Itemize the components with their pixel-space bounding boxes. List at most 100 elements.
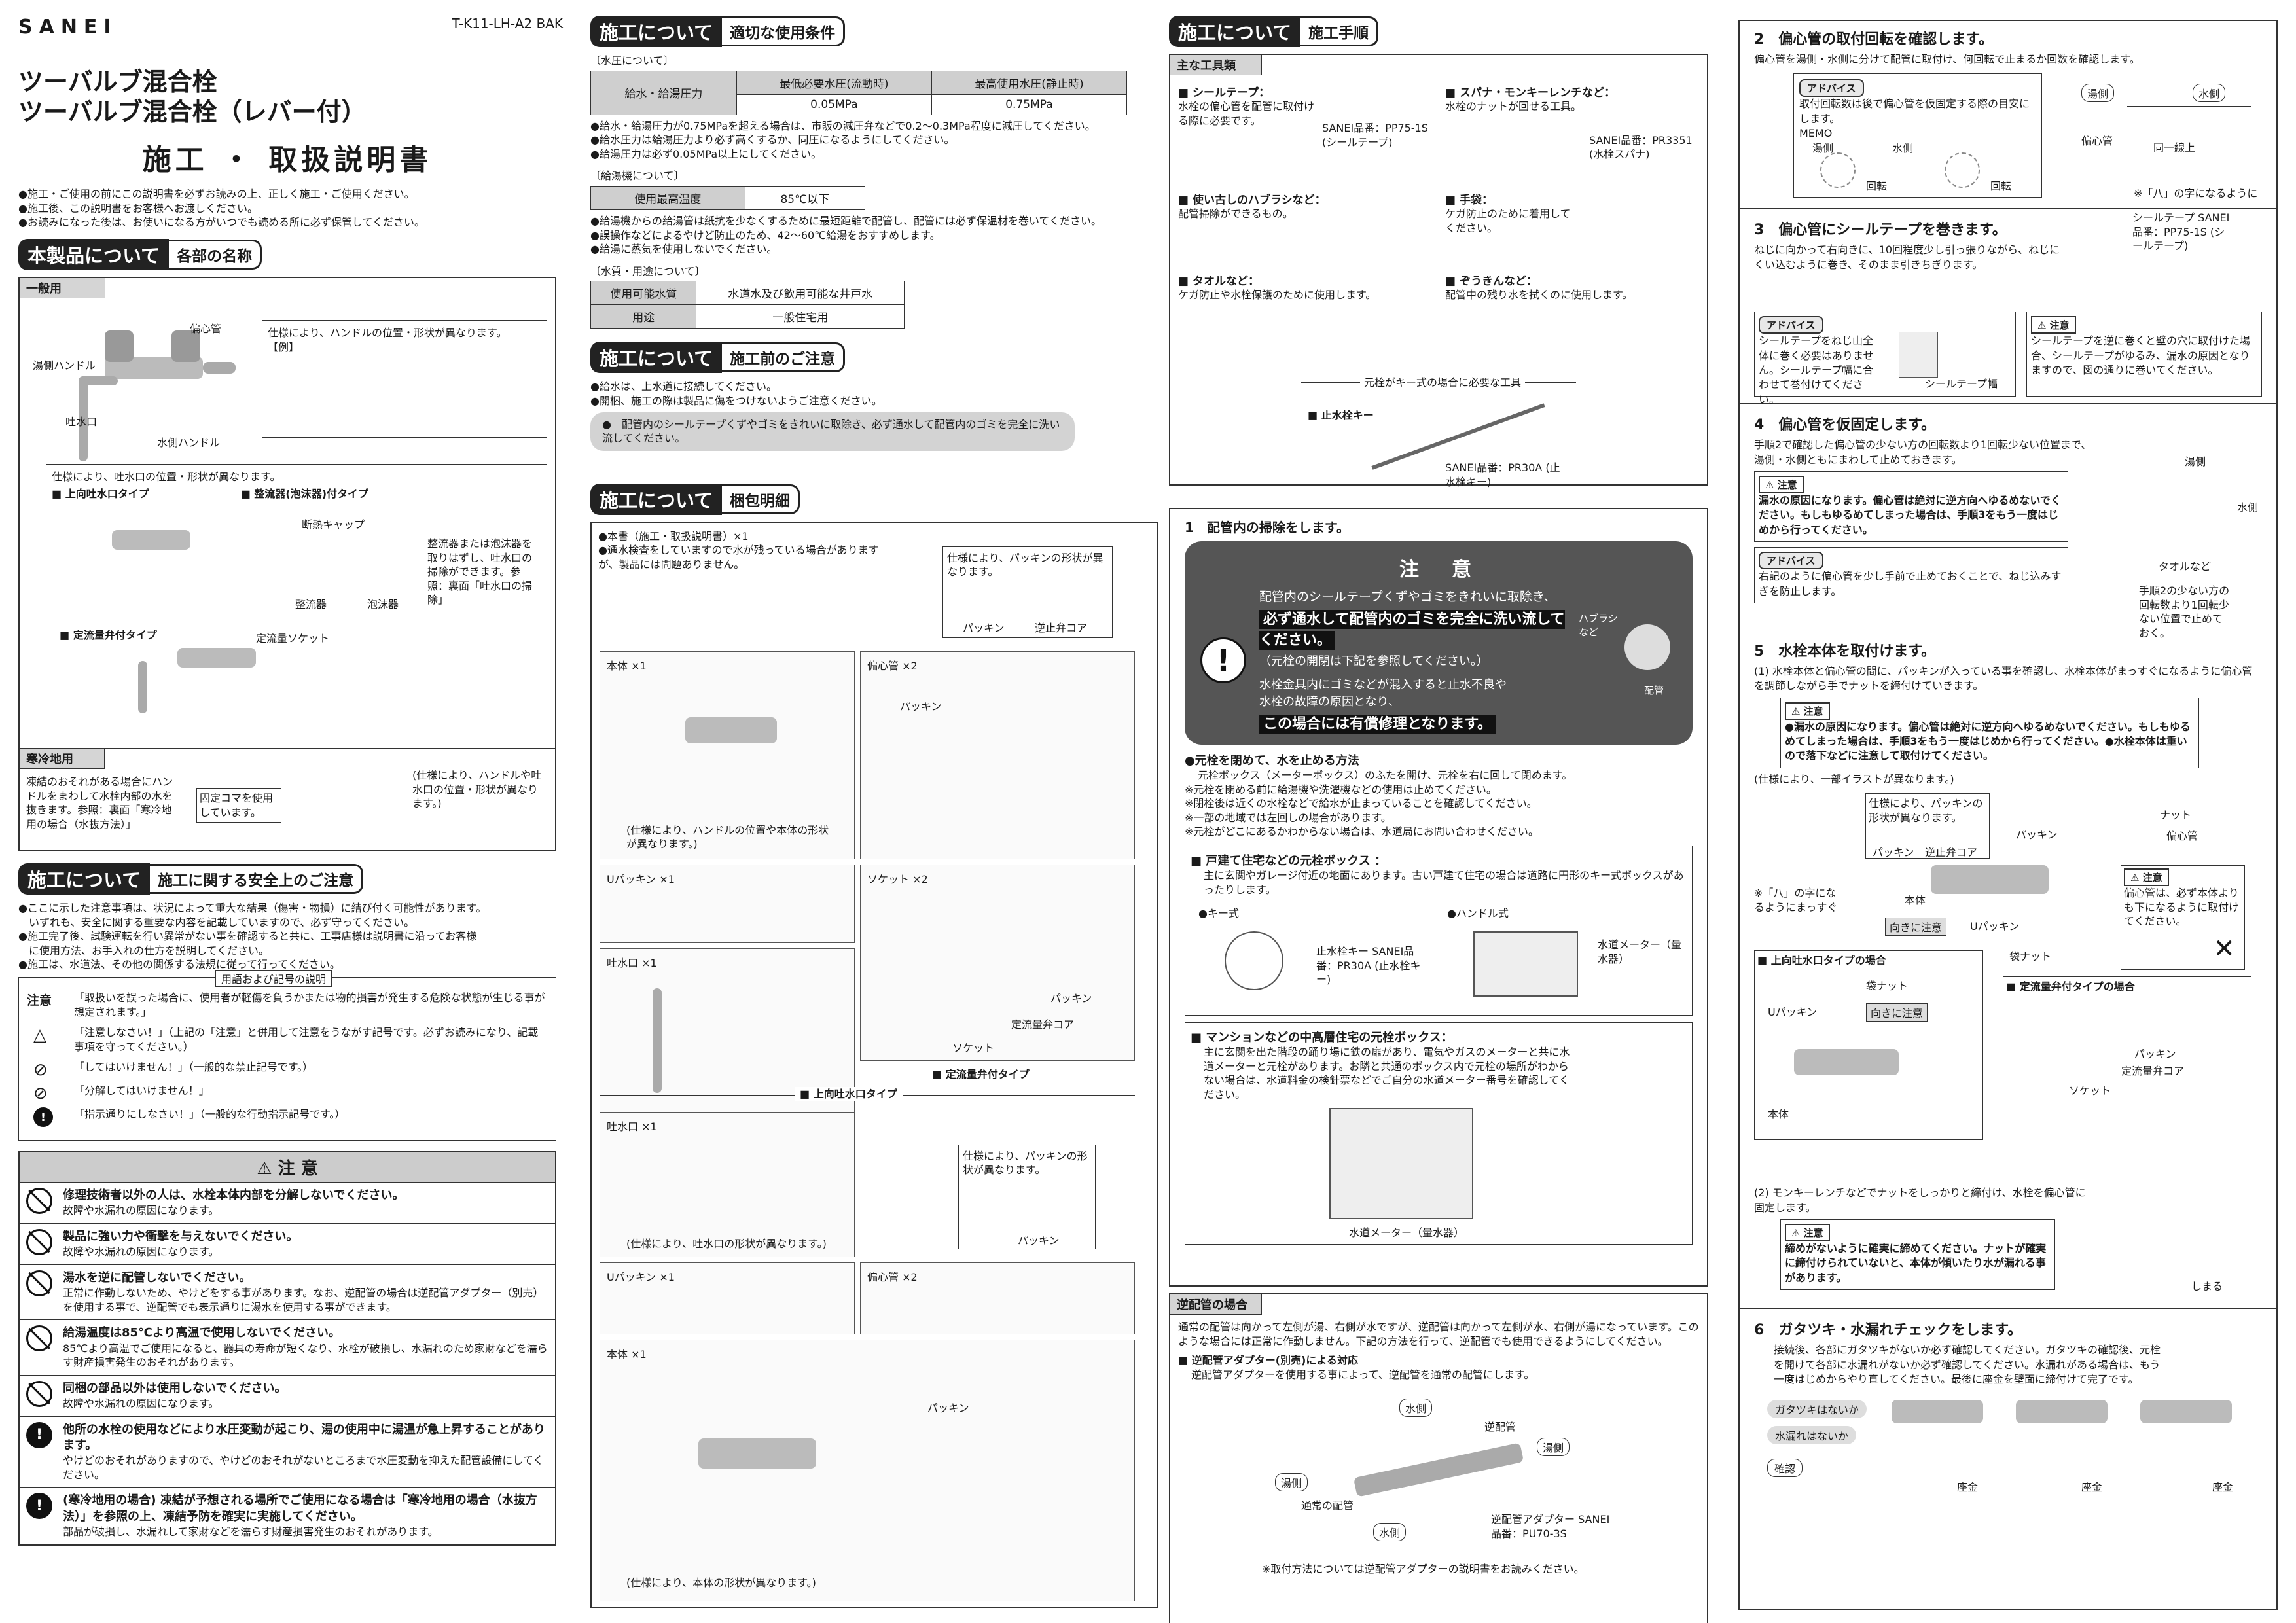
section-safety-title: 施工について 施工に関する安全上のご注意 (18, 863, 556, 895)
label-packing: パッキン (1018, 1234, 1060, 1247)
tape-shape (1899, 332, 1938, 378)
up-type-label: ■ 上向吐水口タイプ (795, 1086, 903, 1101)
orient-label: 向きに注意 (1885, 918, 1947, 936)
warning-badge: ⚠ 注意 (1785, 1224, 1830, 1242)
step4-desc: 手順2で確認した偏心管の少ない方の回転数より1回転少ない位置まで、湯側・水側とも… (1754, 438, 2092, 466)
note-line: ●誤操作などによるやけど防止のため、42〜60℃給湯をおすすめします。 (590, 228, 941, 241)
advice-badge: アドバイス (1759, 552, 1823, 570)
label-packing: パッキン (2134, 1048, 2176, 1061)
adapter-desc: 逆配管アダプターを使用する事によって、逆配管を通常の配管にします。 (1191, 1368, 1535, 1381)
doc-title: 施工 ・ 取扱説明書 (142, 143, 433, 177)
section-sublabel: 施工に関する安全上のご注意 (150, 863, 364, 894)
meter-box-shape (1473, 931, 1578, 997)
label-packing: パッキン (900, 700, 942, 713)
section-label: 施工について (18, 863, 151, 895)
flow-type-label: ■ 定流量弁付タイプ (932, 1067, 1030, 1080)
outlet-note: 仕様により、吐水口の位置・形状が異なります。 (52, 470, 281, 483)
warning-text: 漏水の原因になります。偏心管は絶対に逆方向へゆるめないでください。もしもゆるめて… (1759, 493, 2061, 536)
tool-desc: 水栓の偏心管を配管に取付ける際に必要です。 (1178, 100, 1315, 127)
step5-title: 5 水栓本体を取付けます。 (1754, 643, 1936, 660)
step5-warning2: ⚠ 注意 偏心管は、必ず本体よりも下になるように取付けてください。 ✕ (2121, 865, 2245, 971)
section-sublabel: 施工前のご注意 (722, 342, 846, 373)
caution-sub: 部品が破損し、水漏れして家財などを濡らす財産損害発生のおそれがあります。 (63, 1525, 439, 1538)
safety-lines: ●ここに示した注意事項は、状況によって重大な結果（傷害・物損）に結び付く可能性が… (18, 901, 556, 972)
water-pressure-heading: 〔水圧について〕 (590, 54, 674, 67)
caution-main: 製品に強い力や衝撃を与えないでください。 (63, 1229, 298, 1243)
pipe-label: 配管 (1644, 684, 1664, 696)
legend-text: 「分解してはいけません！」 (74, 1084, 209, 1097)
cold-area: 寒冷地用 凍結のおそれがある場合にハンドルをまわして水栓内部の水を抜きます。参照… (20, 747, 555, 830)
legend-text: 「指示通りにしなさい！」（一般的な行動指示記号です。） (74, 1108, 346, 1121)
caution-main: 湯水を逆に配管しないでください。 (63, 1270, 251, 1285)
label-zagane: 座金 (2212, 1481, 2234, 1494)
step1-box: 1 配管内の掃除をします。 注 意 ! 配管内のシールテープくずやゴミをきれいに… (1169, 508, 1708, 1287)
label-hachi: ※「八」の字になるようにまっすぐ (1754, 887, 1838, 914)
label-hot: 湯側 (1275, 1473, 1308, 1492)
wp-value: 0.75MPa (931, 94, 1128, 115)
cold-handle-shape (171, 330, 200, 362)
label-body: 本体 ×1 (607, 1347, 647, 1361)
pack-body: 本体 ×1 (仕様により、ハンドルの位置や本体の形状が異なります。) (600, 651, 855, 859)
adapter-label: 逆配管アダプター SANEI品番：PU70-3S (1491, 1513, 1610, 1540)
meter-label: 水道メーター（量水器） (1349, 1226, 1465, 1239)
step2-advice: アドバイス 取付回転数は後で偏心管を仮固定する際の目安にします。 MEMO 湯側… (1793, 73, 2042, 198)
label-body: 本体 (1768, 1108, 1789, 1121)
step4-warning: ⚠ 注意 漏水の原因になります。偏心管は絶対に逆方向へゆるめないでください。もし… (1754, 471, 2068, 543)
caution-sub: やけどのおそれがありますので、やけどのおそれがないところまで水圧変動を抑えた配管… (63, 1454, 544, 1481)
reverse-box: 逆配管の場合 通常の配管は向かって左側が湯、右側が水ですが、逆配管は向かって左側… (1169, 1293, 1708, 1623)
caution-sub: 故障や水漏れの原因になります。 (63, 1204, 219, 1217)
tool-name: ■ シールテープ： (1178, 86, 1270, 99)
cold-desc: 凍結のおそれがある場合にハンドルをまわして水栓内部の水を抜きます。参照：裏面「寒… (26, 775, 173, 830)
mansion-title: ■ マンションなどの中高層住宅の元栓ボックス： (1191, 1030, 1453, 1044)
label-rectifier: 整流器 (295, 597, 327, 611)
label-ecc: 偏心管 (2081, 135, 2113, 148)
caution-row: 湯水を逆に配管しないでください。正常に作動しないため、やけどをする事があります。… (20, 1264, 555, 1319)
caution-highlight: 必ず通水して配管内のゴミを完全に洗い流してください。 (1259, 610, 1565, 650)
note-line: ●給湯圧力は必ず0.05MPa以上にしてください。 (590, 147, 822, 160)
flow-type-box: ■ 定流量弁付タイプの場合 パッキン 定流量弁コア ソケット (2003, 976, 2251, 1134)
up-type-box: ■ 上向吐水口タイプの場合 袋ナット Uパッキン 向きに注意 本体 (1754, 950, 1983, 1141)
step1-title: 1 配管内の掃除をします。 (1185, 520, 1350, 535)
flow-type-label: ■ 定流量弁付タイプ (60, 628, 157, 641)
safety-line: ●施工は、水道法、その他の関係する法規に従って行ってください。 (18, 958, 340, 971)
step6-diagram: ガタツキはないか 水漏れはないか 確認 座金 座金 座金 (1754, 1387, 2262, 1505)
prohibit-icon (26, 1270, 52, 1296)
label-bag-nut: 袋ナット (2009, 950, 2052, 963)
label-bag-nut: 袋ナット (1866, 980, 1909, 993)
tape-width-label: シールテープ幅 (1925, 378, 1998, 391)
wp-notes: ●給水・給湯圧力が0.75MPaを超える場合は、市販の減圧弁などで0.2〜0.3… (590, 119, 1158, 162)
quality-value: 一般住宅用 (696, 304, 905, 329)
warning-text: 締めがないように確実に締めてください。ナットが確実に締付けられていないと、本体が… (1785, 1242, 2047, 1284)
body-shape (1931, 865, 2049, 895)
step2-desc: 偏心管を湯側・水側に分けて配管に取付け、何回転で止まるか回数を確認します。 (1754, 53, 2140, 65)
up-faucet-shape (112, 529, 190, 550)
section-steps-title: 施工について 施工手順 (1169, 16, 1708, 47)
brush-label: ハブラシなど (1579, 612, 1618, 638)
exclamation-icon: ! (33, 1107, 53, 1128)
prohibit-icon (26, 1228, 52, 1255)
tool-part: SANEI品番：PP75-1S (シールテープ) (1322, 122, 1428, 149)
packing-note-box: 仕様により、パッキンの形状が異なります。 パッキン (958, 1144, 1096, 1249)
reverse-desc: 通常の配管は向かって左側が湯、右側が水ですが、逆配管は向かって左側が水、右側が湯… (1178, 1321, 1699, 1347)
caution-sub: 85℃より高温でご使用になると、器具の寿命が短くなり、水栓が破損し、水漏れのため… (63, 1342, 548, 1369)
tool-item: ■ スパナ・モンキーレンチなど：水栓のナットが回せる工具。SANEI品番：PR3… (1445, 83, 1699, 188)
section-sublabel: 施工手順 (1300, 16, 1379, 46)
label-water: 水側 (1373, 1523, 1407, 1542)
tool-desc: ケガ防止のために着用してください。 (1445, 207, 1571, 234)
caution-sub: 故障や水漏れの原因になります。 (63, 1245, 219, 1258)
before-lines: ●給水は、上水道に接続してください。 ●開梱、施工の際は製品に傷をつけないようご… (590, 380, 1158, 408)
warning-triangle-icon: △ (33, 1026, 46, 1046)
label-packing: パッキン (1050, 991, 1092, 1005)
legend-title: 用語および記号の説明 (215, 969, 332, 987)
faucet-shape (2016, 1400, 2108, 1424)
caution-line: （元栓の開閉は下記を参照してください。） (1259, 654, 1488, 668)
label-cold-handle: 水側ハンドル (157, 436, 221, 449)
spout-shape (79, 376, 88, 461)
label-normal: 通常の配管 (1301, 1499, 1354, 1512)
step6-title: 6 ガタツキ・水漏れチェックをします。 (1754, 1322, 2022, 1339)
section-label: 本製品について (18, 238, 170, 270)
packing-note: 仕様により、パッキンの形状が異なります。 (1869, 797, 1983, 824)
meter-label: 水道メーター（量水器） (1598, 938, 1682, 965)
step3-advice: アドバイス シールテープをねじ山全体に巻く必要はありません。シールテープ幅に合わ… (1754, 312, 2016, 406)
